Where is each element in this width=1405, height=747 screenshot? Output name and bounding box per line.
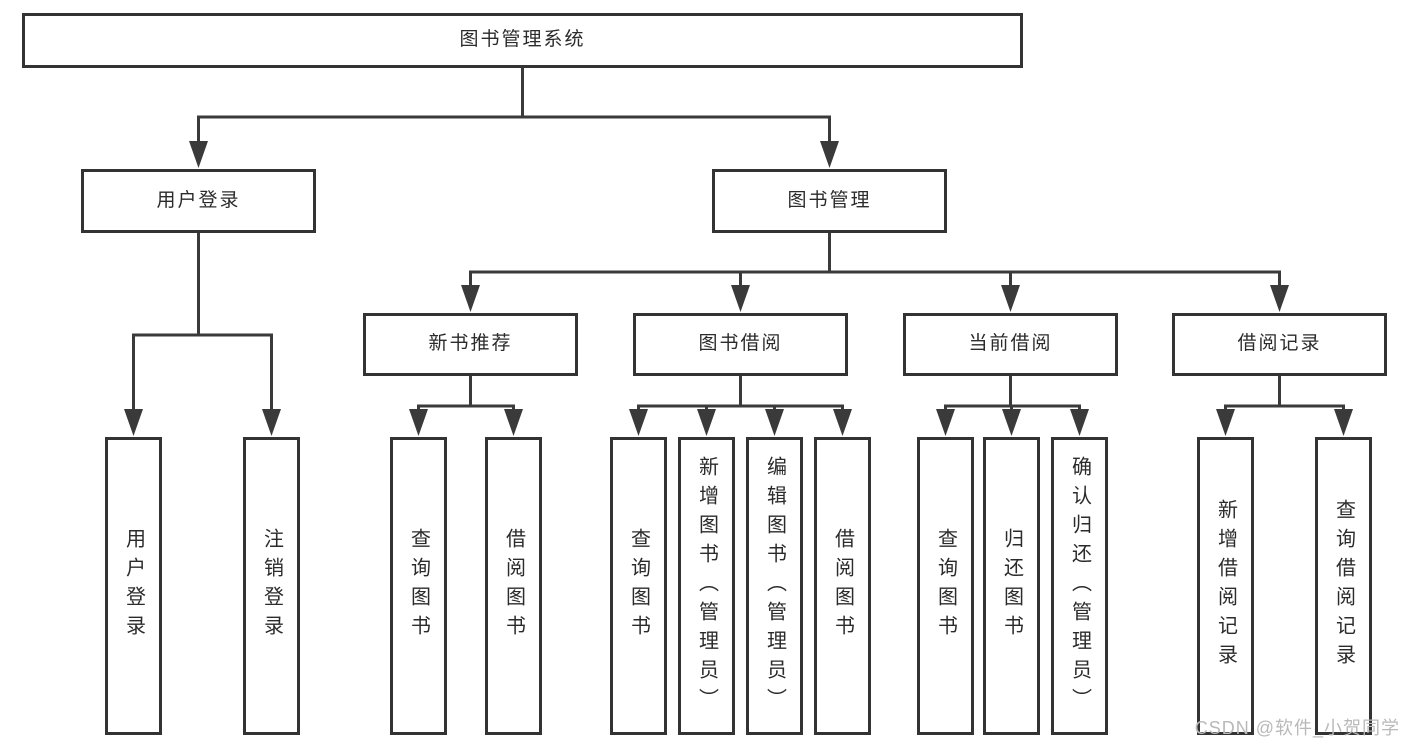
leaf-query-books-current-label: 查询图书 [934,528,957,644]
leaf-add-borrow-record-label: 新增借阅记录 [1214,499,1237,673]
leaf-query-books-borrow: 查询图书 [610,437,667,735]
node-book-borrow-label: 图书借阅 [698,333,783,355]
leaf-return-books-label: 归还图书 [1000,528,1023,644]
node-new-book-recommend: 新书推荐 [363,313,578,376]
node-user-login-label: 用户登录 [156,189,241,211]
leaf-query-borrow-record: 查询借阅记录 [1315,437,1372,735]
leaf-confirm-return-admin: 确认归还（管理员） [1051,437,1108,735]
leaf-add-book-admin-label: 新增图书（管理员） [695,455,718,717]
leaf-add-book-admin: 新增图书（管理员） [678,437,735,735]
node-book-borrow: 图书借阅 [633,313,848,376]
leaf-borrow-books-recommend: 借阅图书 [485,437,542,735]
leaf-logout: 注销登录 [243,437,300,735]
leaf-user-login: 用户登录 [105,437,162,735]
leaf-edit-book-admin: 编辑图书（管理员） [746,437,803,735]
node-user-login: 用户登录 [81,169,316,233]
node-new-book-recommend-label: 新书推荐 [428,333,513,355]
leaf-query-books-current: 查询图书 [917,437,974,735]
leaf-query-books-recommend: 查询图书 [390,437,447,735]
csdn-watermark: CSDN @软件_小贺同学 [1194,718,1400,738]
leaf-query-books-recommend-label: 查询图书 [407,528,430,644]
leaf-query-borrow-record-label: 查询借阅记录 [1332,499,1355,673]
node-current-borrow-label: 当前借阅 [968,333,1053,355]
leaf-edit-book-admin-label: 编辑图书（管理员） [763,455,786,717]
leaf-user-login-label: 用户登录 [122,528,145,644]
node-root-label: 图书管理系统 [459,29,586,51]
leaf-confirm-return-admin-label: 确认归还（管理员） [1068,455,1091,717]
node-current-borrow: 当前借阅 [903,313,1118,376]
node-book-management-label: 图书管理 [787,189,872,211]
node-root: 图书管理系统 [22,13,1023,68]
leaf-logout-label: 注销登录 [260,528,283,644]
node-book-management: 图书管理 [712,169,947,233]
leaf-return-books: 归还图书 [983,437,1040,735]
leaf-borrow-books: 借阅图书 [814,437,871,735]
leaf-add-borrow-record: 新增借阅记录 [1197,437,1254,735]
node-borrow-records: 借阅记录 [1172,313,1387,376]
leaf-borrow-books-recommend-label: 借阅图书 [502,528,525,644]
node-borrow-records-label: 借阅记录 [1237,333,1322,355]
leaf-query-books-borrow-label: 查询图书 [627,528,650,644]
leaf-borrow-books-label: 借阅图书 [831,528,854,644]
